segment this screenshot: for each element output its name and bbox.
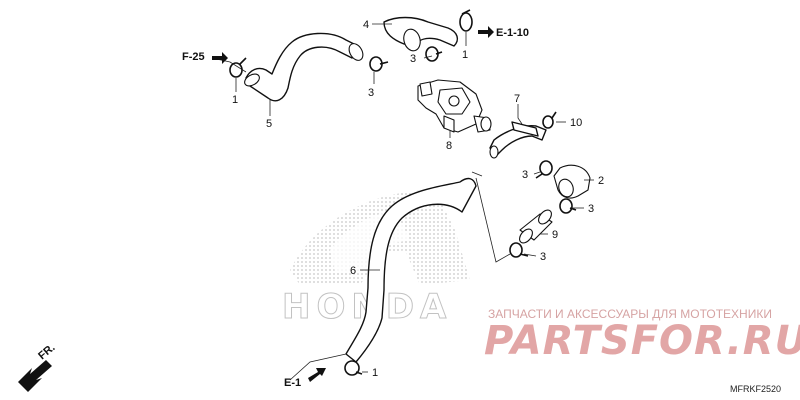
hose-4 [383,16,459,52]
air-injection-valve-8 [417,79,492,133]
callout-1-left: 1 [232,94,238,106]
front-label: FR. [36,342,57,363]
clamp-3-top [425,46,443,62]
callout-leaders [235,23,594,373]
front-arrow-icon [18,360,52,392]
callout-5: 5 [266,118,272,130]
arrow-right-icon [478,26,494,38]
hose-7 [489,121,547,159]
callout-1-bottom: 1 [372,367,378,379]
clamp-3-9top [559,198,577,214]
arrow-right-icon [212,52,228,64]
callout-3-mid: 3 [368,87,374,99]
hose-5 [244,32,364,102]
drawing-code: MFRKF2520 [730,384,781,394]
callout-3-9bot: 3 [540,251,546,263]
clamp-3-right [535,160,553,179]
reference-labels: E-1-10 F-25 E-1 [182,26,529,389]
ref-e-1[interactable]: E-1 [284,377,301,389]
callout-7: 7 [514,93,520,105]
ref-f-25[interactable]: F-25 [182,51,205,63]
watermark-tagline: ЗАПЧАСТИ И АКСЕССУАРЫ ДЛЯ МОТОТЕХНИКИ [488,307,772,321]
elbow-joint-2 [553,164,591,199]
clamp-1-bottom [344,360,363,376]
pipe-fitting-9 [519,209,553,244]
callout-6: 6 [350,265,356,277]
callout-8: 8 [446,140,452,152]
callout-1-top: 1 [462,49,468,61]
callout-9: 9 [552,229,558,241]
front-direction-indicator: FR. [18,342,58,392]
callout-numbers: 4 1 3 1 3 5 8 7 10 3 2 3 9 3 6 1 [232,19,604,379]
clamp-10 [542,111,557,129]
clamp-1-left [229,57,247,78]
callout-3-9top: 3 [588,203,594,215]
clamp-3-mid [369,56,389,72]
ref-e-1-10[interactable]: E-1-10 [496,27,529,39]
callout-2: 2 [598,175,604,187]
hose-6 [345,177,477,363]
watermark-site-logo: PARTSFOR.RU [484,318,800,364]
clamp-3-9bot [509,242,529,258]
callout-10: 10 [570,117,582,129]
clamp-1-top [459,9,473,32]
callout-3-top: 3 [410,53,416,65]
partsfor-watermark: ЗАПЧАСТИ И АКСЕССУАРЫ ДЛЯ МОТОТЕХНИКИ PA… [484,307,800,364]
arrow-right-icon [308,368,326,382]
callout-3-right: 3 [522,169,528,181]
clamp-markers [229,9,577,376]
callout-4: 4 [363,19,369,31]
